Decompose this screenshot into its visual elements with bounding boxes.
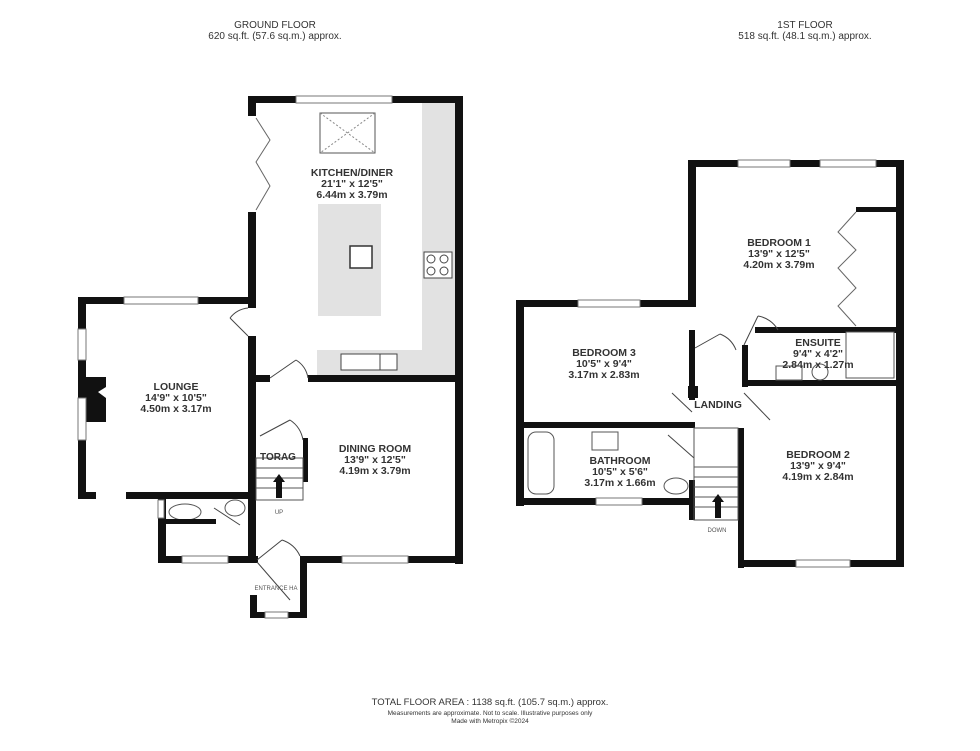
room-imperial: 13'9" x 9'4" [790,460,846,472]
window [577,299,641,308]
door-icon [213,507,241,526]
room-metric: 4.19m x 2.84m [782,471,854,483]
basin-icon [591,431,619,451]
window [795,559,851,568]
window [819,159,877,168]
room-name: BEDROOM 2 [786,449,850,461]
bifold-door-icon [255,117,271,211]
room-label-lounge: LOUNGE 14'9" x 10'5" 4.50m x 3.17m [140,382,211,415]
window [341,555,409,564]
room-imperial: 10'5" x 5'6" [592,466,648,478]
bath-icon [527,431,555,495]
ground-floor-area: 620 sq.ft. (57.6 sq.m.) approx. [208,31,342,42]
room-imperial: 9'4" x 4'2" [793,348,843,360]
ground-floor-header: GROUND FLOOR 620 sq.ft. (57.6 sq.m.) app… [150,20,400,42]
door-icon [269,359,297,379]
window [595,497,643,506]
room-metric: 2.84m x 1.27m [782,359,854,371]
first-floor-title: 1ST FLOOR [777,20,833,31]
room-imperial: 13'9" x 12'5" [344,454,406,466]
room-name: BEDROOM 3 [572,347,636,359]
door-icon [229,317,249,337]
room-name: BATHROOM [589,455,651,467]
toilet-icon [168,503,202,521]
door-icon [259,419,291,437]
room-imperial: 10'5" x 9'4" [576,358,632,370]
window [157,499,165,519]
kitchen-sink-icon [340,353,398,371]
arrow-icon [712,494,724,518]
room-name: DINING ROOM [338,443,412,455]
room-label-entrance: ENTRANCE HA [254,586,298,592]
door-icon [256,561,291,601]
first-floor-area: 518 sq.ft. (48.1 sq.m.) approx. [738,31,872,42]
ground-floor-plan [77,95,463,619]
window [295,95,393,104]
window [123,296,199,305]
room-name: KITCHEN/DINER [310,167,394,179]
room-name: LANDING [694,399,742,411]
fireplace-icon [86,377,106,422]
room-name: TORAG [260,452,296,463]
room-label-bedroom3: BEDROOM 3 10'5" x 9'4" 3.17m x 2.83m [568,348,639,381]
credit: Made with Metropix ©2024 [451,718,529,725]
room-metric: 4.50m x 3.17m [140,403,212,415]
room-imperial: 14'9" x 10'5" [145,392,207,404]
room-label-landing: LANDING [694,400,742,411]
basin-icon [224,499,246,517]
total-floor-area: TOTAL FLOOR AREA : 1138 sq.ft. (105.7 sq… [371,697,609,708]
window [264,611,289,619]
room-metric: 3.17m x 2.83m [568,369,640,381]
room-metric: 6.44m x 3.79m [316,189,388,201]
room-name: ENSUITE [795,337,841,349]
room-label-bedroom1: BEDROOM 1 13'9" x 12'5" 4.20m x 3.79m [743,238,814,271]
room-metric: 4.19m x 3.79m [339,465,411,477]
room-label-storage: TORAG [260,452,296,463]
room-label-ensuite: ENSUITE 9'4" x 4'2" 2.84m x 1.27m [782,338,853,371]
stairs-up-label: UP [274,510,284,516]
room-label-bathroom: BATHROOM 10'5" x 5'6" 3.17m x 1.66m [584,456,655,489]
island-sink-icon [349,245,373,269]
stairs-down-label: DOWN [707,528,727,534]
room-metric: 3.17m x 1.66m [584,477,656,489]
window [737,159,791,168]
shower-icon [845,331,895,379]
toilet-icon [663,477,689,495]
room-imperial: 13'9" x 12'5" [748,248,810,260]
toilet-icon [811,363,829,381]
door-icon [256,539,283,561]
room-label-dining: DINING ROOM 13'9" x 12'5" 4.19m x 3.79m [339,444,411,477]
ground-floor-title: GROUND FLOOR [234,20,316,31]
first-floor-plan [516,159,904,568]
wardrobe-icon [837,211,857,327]
room-name: LOUNGE [153,381,199,393]
basin-icon [775,365,803,381]
window [77,397,87,441]
window [181,555,229,564]
room-metric: 4.20m x 3.79m [743,259,815,271]
room-imperial: 21'1" x 12'5" [321,178,383,190]
first-floor-header: 1ST FLOOR 518 sq.ft. (48.1 sq.m.) approx… [680,20,930,42]
room-label-kitchen: KITCHEN/DINER 21'1" x 12'5" 6.44m x 3.79… [311,168,393,201]
window [77,328,87,361]
disclaimer: Measurements are approximate. Not to sca… [387,710,593,717]
room-label-bedroom2: BEDROOM 2 13'9" x 9'4" 4.19m x 2.84m [782,450,853,483]
arrow-up-icon [273,474,285,498]
room-name: BEDROOM 1 [747,237,811,249]
kitchen-counter [422,103,455,375]
